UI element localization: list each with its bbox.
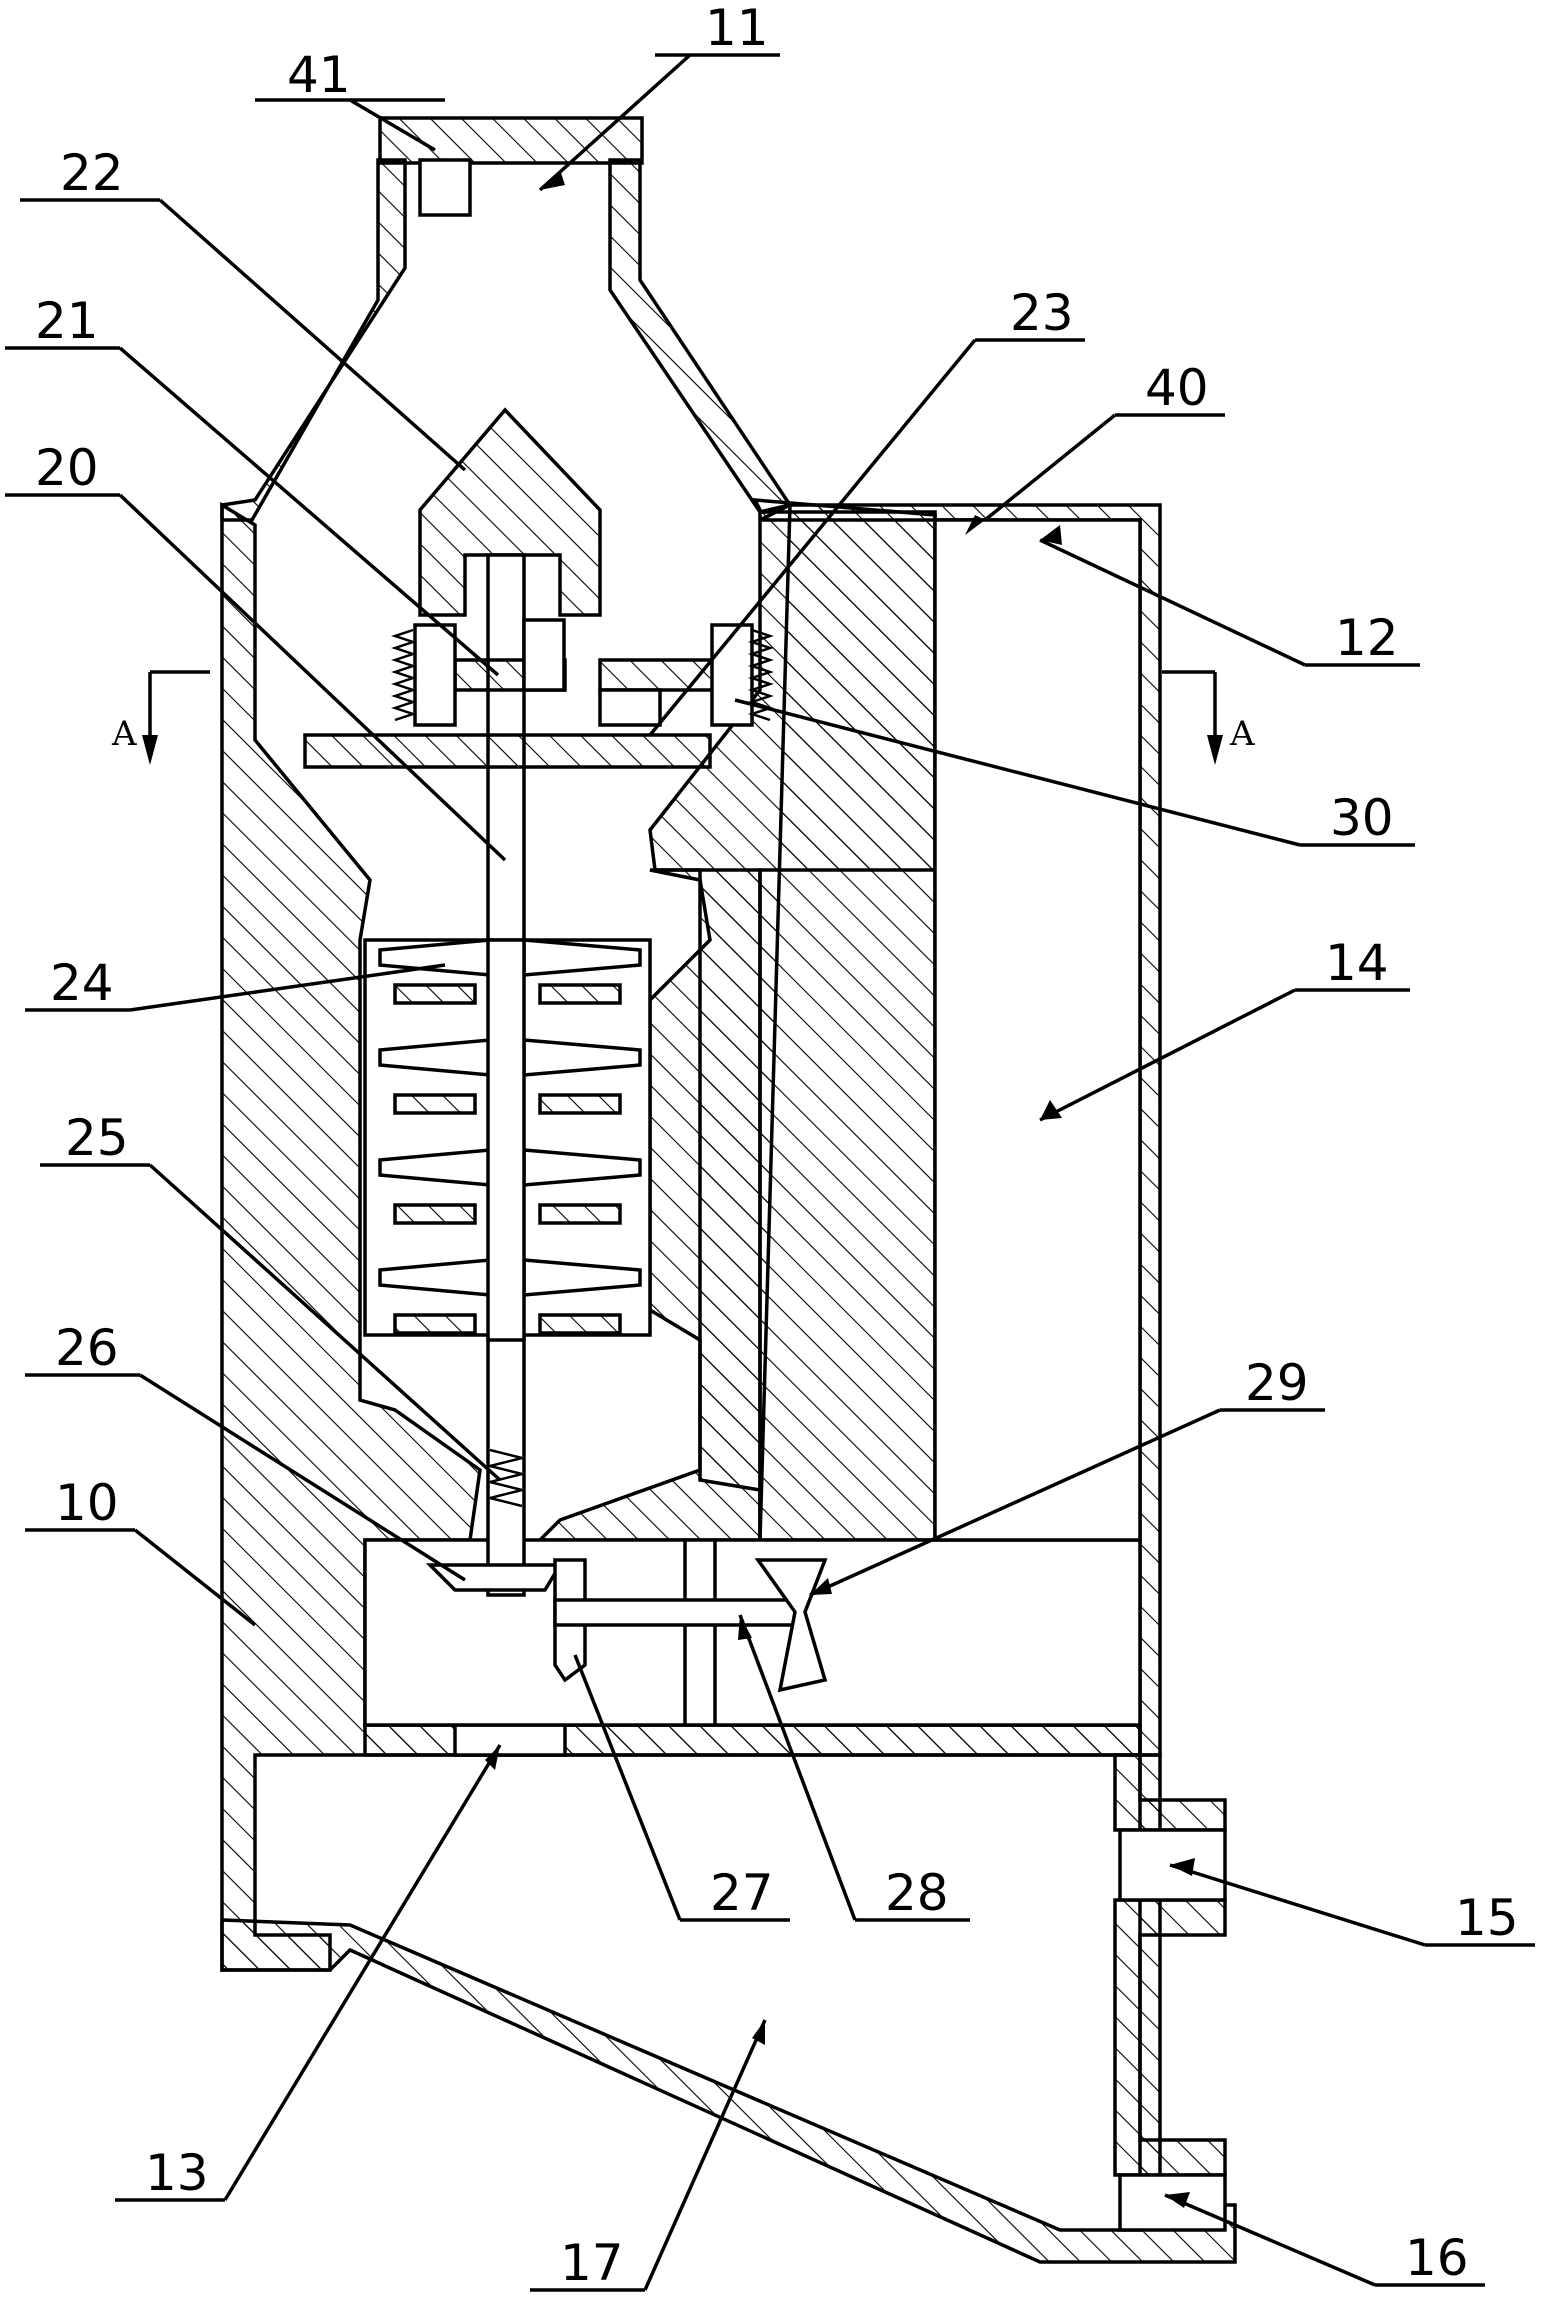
storage-tank xyxy=(933,518,1142,1542)
label-14: 14 xyxy=(1325,934,1389,992)
label-11: 11 xyxy=(705,0,769,57)
label-17: 17 xyxy=(560,2234,624,2292)
label-10: 10 xyxy=(55,1474,119,1532)
section-label-right: A xyxy=(1229,714,1255,754)
leader-lines xyxy=(5,53,1535,2292)
label-40: 40 xyxy=(1145,359,1209,417)
label-12: 12 xyxy=(1335,609,1399,667)
drive-parts xyxy=(425,1558,828,1693)
separation-plate xyxy=(363,1723,1142,1757)
bottom-hopper xyxy=(220,1753,1237,2264)
label-29: 29 xyxy=(1245,1354,1309,1412)
section-label-left: A xyxy=(111,714,137,754)
label-30: 30 xyxy=(1330,789,1394,847)
label-20: 20 xyxy=(35,439,99,497)
label-23: 23 xyxy=(1010,284,1074,342)
label-28: 28 xyxy=(885,1864,949,1922)
label-41: 41 xyxy=(287,46,351,104)
label-16: 16 xyxy=(1405,2229,1469,2287)
label-27: 27 xyxy=(710,1864,774,1922)
label-24: 24 xyxy=(50,954,114,1012)
label-13: 13 xyxy=(145,2144,209,2202)
spring-25 xyxy=(489,1448,523,1508)
label-26: 26 xyxy=(55,1319,119,1377)
section-marker-left: A xyxy=(111,670,210,765)
arrowheads xyxy=(485,170,1195,2208)
rotor-assembly xyxy=(303,407,754,1597)
label-25: 25 xyxy=(65,1109,129,1167)
section-marker-right: A xyxy=(1162,670,1255,765)
label-21: 21 xyxy=(35,292,99,350)
grinding-stack xyxy=(363,938,652,1342)
label-15: 15 xyxy=(1455,1889,1519,1947)
label-22: 22 xyxy=(60,144,124,202)
